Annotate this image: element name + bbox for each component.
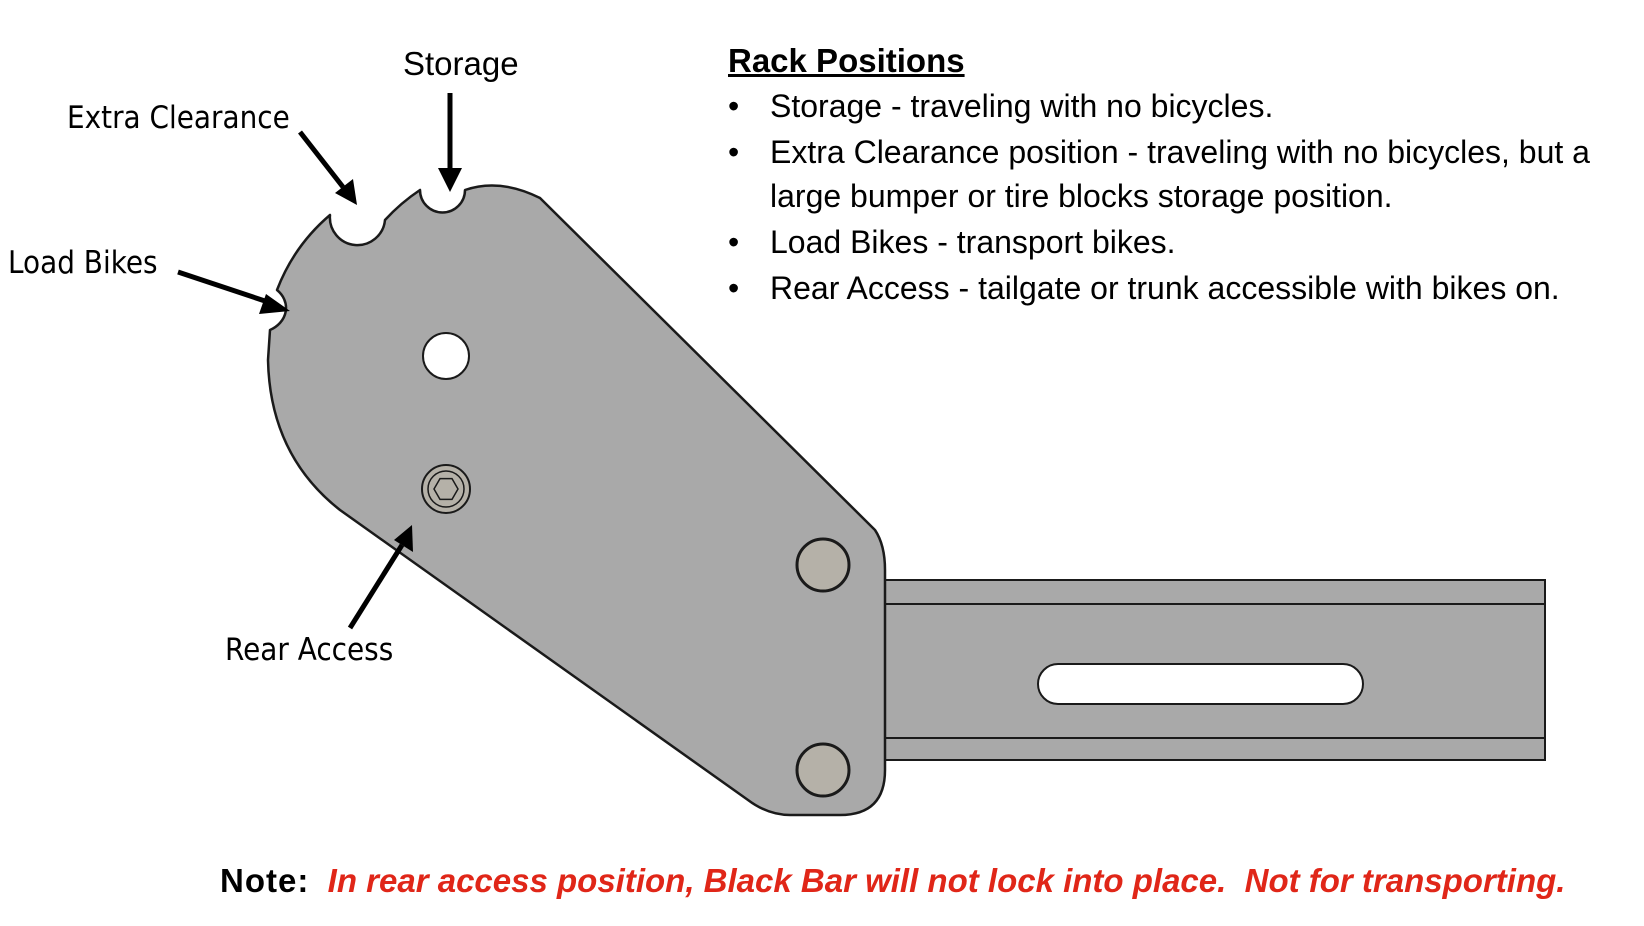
- note-label: Note:: [220, 862, 310, 899]
- bullet-icon: •: [728, 270, 740, 306]
- legend-item-load-bikes: • Load Bikes - transport bikes.: [728, 220, 1628, 264]
- bullet-icon: •: [728, 224, 740, 260]
- load-bikes-arrow-icon: [177, 269, 290, 314]
- rear-access-label: Rear Access: [225, 632, 394, 668]
- legend-item-text: Storage - traveling with no bicycles.: [770, 88, 1274, 124]
- legend-item-rear-access: • Rear Access - tailgate or trunk accessi…: [728, 266, 1628, 310]
- note-text: In rear access position, Black Bar will …: [327, 862, 1566, 899]
- pivot-hole: [422, 332, 470, 380]
- transport-note: Note: In rear access position, Black Bar…: [220, 862, 1565, 900]
- storage-arrow-icon: [438, 93, 462, 192]
- upper-bolt: [795, 537, 851, 593]
- hex-bolt-icon: [421, 464, 471, 514]
- rear-access-arrow-icon: [347, 525, 413, 630]
- legend-title: Rack Positions: [728, 42, 965, 79]
- storage-label: Storage: [403, 45, 519, 82]
- legend-item-extra-clearance: • Extra Clearance position - traveling wi…: [728, 130, 1628, 218]
- load-bikes-label: Load Bikes: [8, 245, 158, 281]
- legend-list: • Storage - traveling with no bicycles. •…: [728, 84, 1628, 310]
- legend-item-text: Extra Clearance position - traveling wit…: [770, 134, 1590, 214]
- bullet-icon: •: [728, 88, 740, 124]
- legend-item-text: Load Bikes - transport bikes.: [770, 224, 1176, 260]
- lower-bolt: [795, 742, 851, 798]
- legend-item-text: Rear Access - tailgate or trunk accessib…: [770, 270, 1560, 306]
- pivot-plate: [266, 184, 887, 817]
- legend-item-storage: • Storage - traveling with no bicycles.: [728, 84, 1628, 128]
- extra-clearance-arrow-icon: [298, 130, 357, 205]
- bullet-icon: •: [728, 134, 740, 170]
- extra-clearance-label: Extra Clearance: [67, 100, 290, 136]
- rack-positions-legend: Rack Positions • Storage - traveling with…: [728, 42, 1628, 312]
- bar-slot: [1037, 663, 1364, 705]
